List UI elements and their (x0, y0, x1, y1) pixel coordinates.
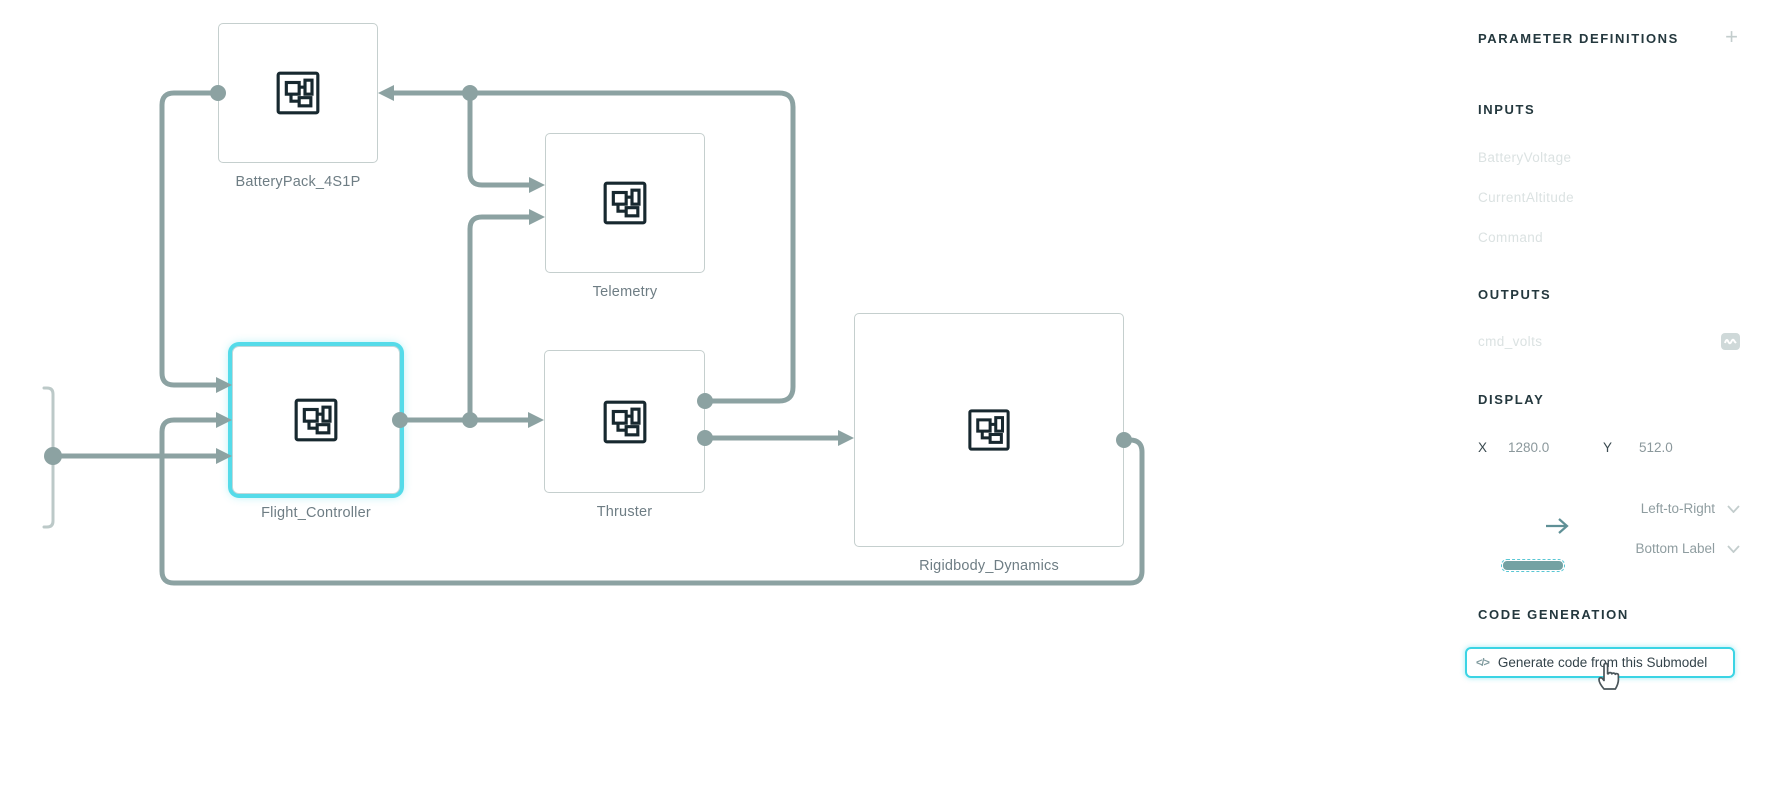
input-item-batteryvoltage[interactable]: BatteryVoltage (1478, 150, 1572, 165)
code-generation-heading: CODE GENERATION (1478, 607, 1629, 622)
inport-bracket (42, 386, 55, 529)
code-icon: </> (1476, 656, 1490, 669)
add-parameter-icon[interactable]: + (1725, 24, 1738, 49)
direction-arrow-icon[interactable] (1545, 517, 1571, 540)
block-thruster[interactable]: Thruster (544, 350, 705, 520)
block-label: BatteryPack_4S1P (235, 174, 361, 190)
submodel-icon (288, 392, 344, 448)
submodel-icon (597, 394, 653, 450)
block-label: Rigidbody_Dynamics (919, 558, 1059, 574)
generate-code-button[interactable]: </> Generate code from this Submodel (1465, 647, 1735, 678)
parameter-panel: PARAMETER DEFINITIONS + INPUTS BatteryVo… (1465, 0, 1740, 787)
wire-loop-to-telemetry (467, 93, 533, 188)
inputs-heading: INPUTS (1478, 102, 1536, 117)
block-flight-controller[interactable]: Flight_Controller (232, 346, 400, 521)
direction-dropdown[interactable]: Left-to-Right (1598, 501, 1740, 516)
link-style-swatch[interactable] (1501, 559, 1565, 572)
block-rigidbody-dynamics[interactable]: Rigidbody_Dynamics (854, 313, 1124, 574)
inport-dot (44, 447, 62, 465)
chevron-down-icon (1727, 544, 1740, 553)
wire-battery-to-fc (159, 90, 218, 388)
x-label: X (1478, 440, 1488, 455)
submodel-icon (270, 65, 326, 121)
submodel-icon (597, 175, 653, 231)
x-value[interactable]: 1280.0 (1508, 440, 1550, 455)
block-label: Telemetry (592, 284, 658, 300)
chevron-down-icon (1727, 504, 1740, 513)
panel-title: PARAMETER DEFINITIONS (1478, 31, 1679, 46)
y-label: Y (1603, 440, 1613, 455)
y-value[interactable]: 512.0 (1639, 440, 1673, 455)
block-label: Thruster (596, 504, 653, 520)
generate-code-label: Generate code from this Submodel (1497, 655, 1708, 670)
outputs-heading: OUTPUTS (1478, 287, 1552, 302)
waveform-icon[interactable] (1721, 333, 1740, 350)
output-item-cmd-volts[interactable]: cmd_volts (1478, 334, 1543, 349)
input-item-command[interactable]: Command (1478, 230, 1544, 245)
wire-fc-to-telemetry (467, 214, 533, 420)
label-position-dropdown[interactable]: Bottom Label (1598, 541, 1740, 556)
block-telemetry[interactable]: Telemetry (545, 133, 705, 300)
direction-value: Left-to-Right (1640, 501, 1715, 516)
label-position-value: Bottom Label (1635, 541, 1715, 556)
input-item-currentaltitude[interactable]: CurrentAltitude (1478, 190, 1575, 205)
block-label: Flight_Controller (261, 505, 371, 521)
junction-dot (462, 85, 478, 101)
block-batterypack[interactable]: BatteryPack_4S1P (218, 23, 378, 190)
junction-dot (462, 412, 478, 428)
display-heading: DISPLAY (1478, 392, 1545, 407)
submodel-icon (962, 403, 1016, 457)
